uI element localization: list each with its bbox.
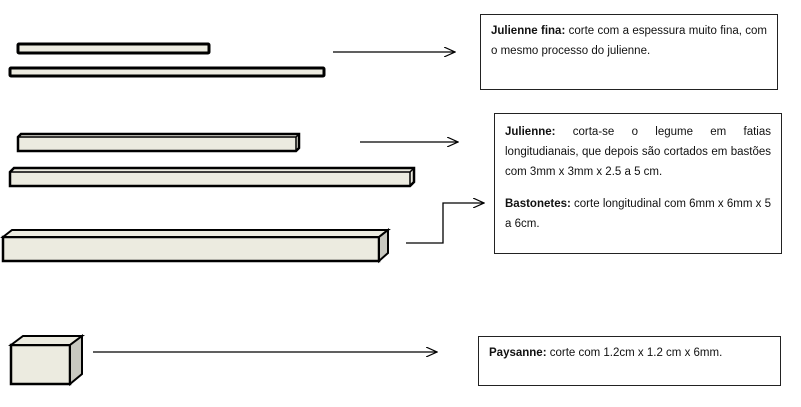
paysanne-description: corte com 1.2cm x 1.2 cm x 6mm. — [546, 347, 723, 359]
julienne-fina-description: corte com a espessura muito fina, com o … — [491, 25, 768, 57]
julienne-stick-1 — [16, 132, 301, 153]
bastonetes-term: Bastonetes: — [505, 198, 571, 210]
julienne-bastonetes-box: Julienne: corta-se o legume em fatias lo… — [494, 113, 782, 254]
julienne-stick-2 — [8, 166, 416, 188]
paysanne-term: Paysanne: — [489, 347, 547, 359]
paysanne-cube — [8, 334, 85, 387]
julienne-fina-stick-1 — [16, 42, 211, 55]
bastonetes-description: corte longitudinal com 6mm x 6mm x 5 a 6… — [505, 198, 771, 230]
bastonete-stick — [0, 227, 391, 264]
julienne-description: corta-se o legume em fatias longitudiana… — [505, 126, 771, 178]
arrow-bastonetes — [406, 203, 484, 244]
julienne-fina-stick-2 — [8, 66, 326, 78]
paysanne-box: Paysanne: corte com 1.2cm x 1.2 cm x 6mm… — [478, 336, 781, 386]
julienne-fina-term: Julienne fina: — [491, 25, 566, 37]
julienne-term: Julienne: — [505, 126, 556, 138]
julienne-fina-box: Julienne fina: corte com a espessura mui… — [480, 14, 778, 90]
